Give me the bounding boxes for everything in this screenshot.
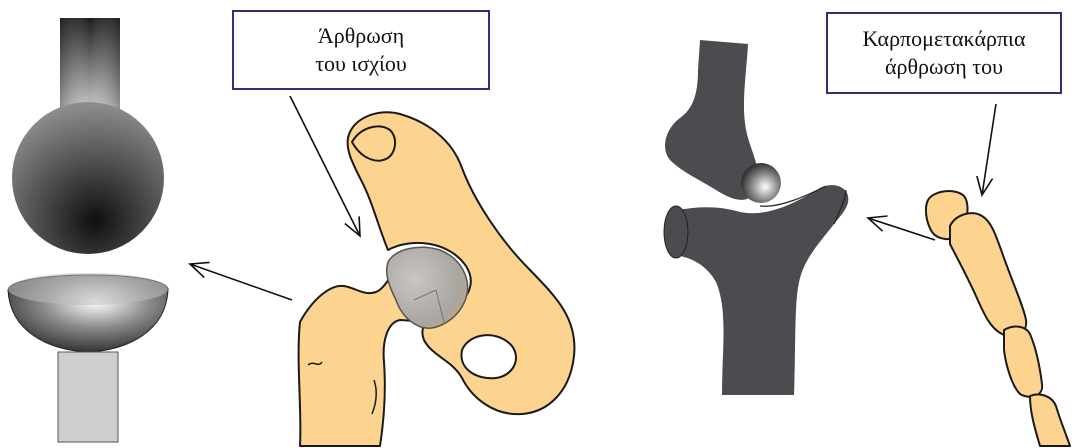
- model-rod-bottom: [58, 352, 118, 442]
- cmc-label-line2: άρθρωση του: [885, 53, 1003, 81]
- lower-dark-bone: [678, 185, 848, 395]
- metacarpal-bone: [950, 213, 1026, 336]
- cmc-joint-label: Καρπομετακάρπια άρθρωση του: [826, 12, 1062, 94]
- hip-joint-drawing: [299, 112, 575, 446]
- proximal-phalanx: [1004, 327, 1042, 397]
- hip-label-line1: Άρθρωση: [318, 22, 404, 50]
- arrow-to-saddle: [868, 218, 935, 240]
- saddle-ball: [741, 163, 781, 203]
- arrow-cmc-label: [982, 104, 996, 195]
- hip-label-line2: του ισχίου: [315, 50, 407, 78]
- hip-joint-label: Άρθρωση του ισχίου: [232, 10, 490, 90]
- ball-socket-model: [8, 18, 168, 442]
- thumb-bones: [926, 191, 1070, 446]
- model-ball: [12, 102, 164, 254]
- saddle-joint-model: [664, 40, 848, 395]
- arrow-hip-label: [290, 96, 360, 236]
- distal-phalanx: [1030, 394, 1070, 446]
- arrow-to-model: [190, 264, 292, 300]
- obturator-foramen: [461, 335, 516, 378]
- cmc-label-line1: Καρπομετακάρπια: [862, 25, 1025, 53]
